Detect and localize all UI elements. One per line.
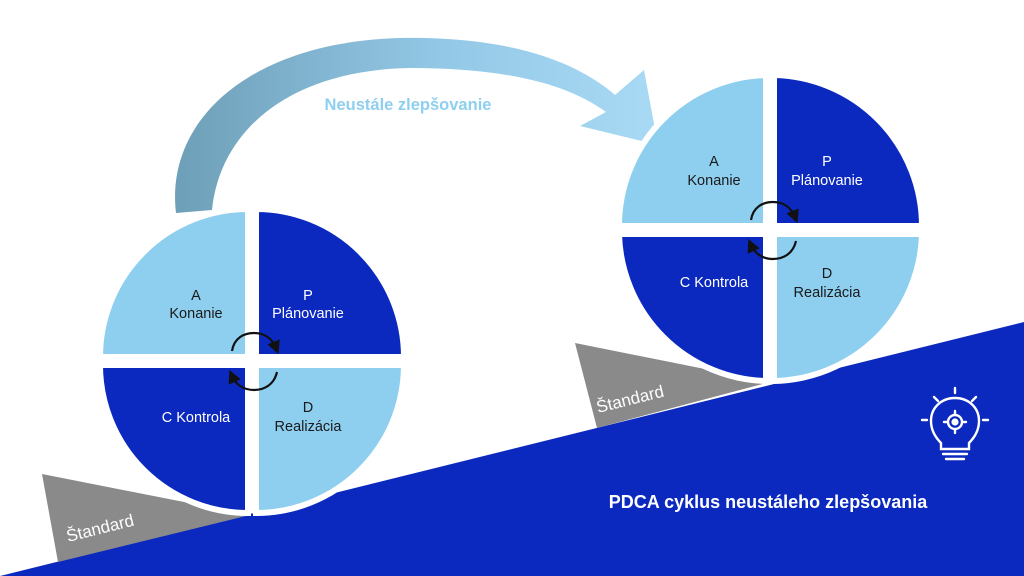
quadrant-a bbox=[96, 205, 251, 360]
circular-arrows-icon bbox=[747, 200, 799, 261]
quadrant-c-label: C Kontrola bbox=[680, 275, 749, 291]
circular-arrows-icon bbox=[228, 331, 280, 392]
quadrant-p bbox=[253, 205, 408, 360]
quadrant-d bbox=[253, 362, 408, 517]
quadrant-p-name: Plánovanie bbox=[272, 306, 344, 322]
improvement-arrow bbox=[175, 37, 659, 214]
quadrant-d-letter: D bbox=[303, 400, 313, 416]
quadrant-a-letter: A bbox=[191, 288, 201, 304]
quadrant-d bbox=[771, 231, 926, 385]
quadrant-c bbox=[96, 362, 251, 517]
standard-wedge-right: Štandard bbox=[575, 343, 770, 428]
standard-wedge-left: Štandard bbox=[42, 474, 250, 562]
quadrant-d-letter: D bbox=[822, 266, 832, 282]
quadrant-p bbox=[771, 71, 926, 229]
quadrant-a-name: Konanie bbox=[687, 173, 740, 189]
quadrant-a-letter: A bbox=[709, 154, 719, 170]
quadrant-p-name: Plánovanie bbox=[791, 173, 863, 189]
quadrant-p-letter: P bbox=[303, 288, 313, 304]
improvement-arrow-label: Neustále zlepšovanie bbox=[325, 96, 492, 114]
diagram-caption: PDCA cyklus neustáleho zlepšovania bbox=[609, 492, 928, 512]
quadrant-a bbox=[615, 71, 769, 229]
pdca-cycle-right: A Konanie P Plánovanie C Kontrola D Real… bbox=[615, 71, 926, 385]
quadrant-a-name: Konanie bbox=[169, 306, 222, 322]
quadrant-d-name: Realizácia bbox=[794, 285, 862, 301]
quadrant-c-label: C Kontrola bbox=[162, 410, 231, 426]
quadrant-c bbox=[615, 231, 769, 385]
lightbulb-gear-icon bbox=[920, 386, 990, 461]
pdca-cycle-left: A Konanie P Plánovanie C Kontrola D Real… bbox=[96, 205, 408, 517]
quadrant-d-name: Realizácia bbox=[275, 419, 343, 435]
quadrant-p-letter: P bbox=[822, 154, 832, 170]
